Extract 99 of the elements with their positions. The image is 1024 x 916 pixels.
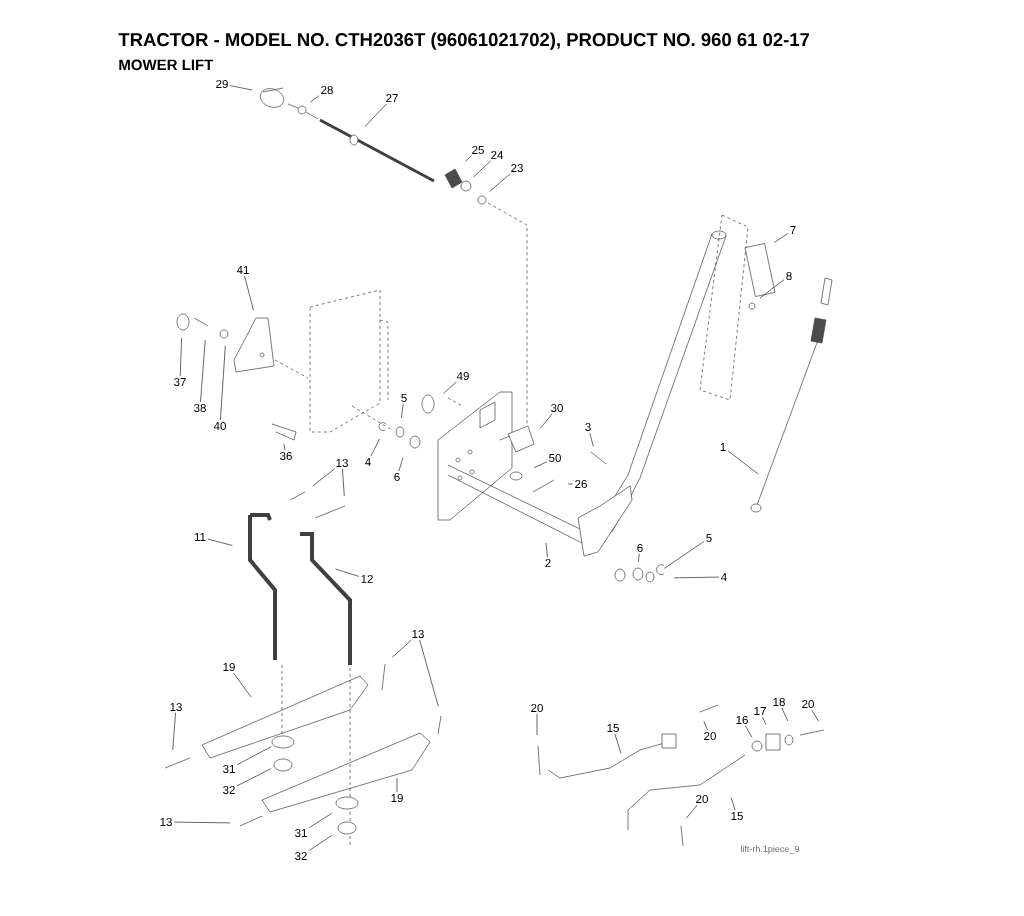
- callout-number: 26: [575, 479, 587, 489]
- leader-line: [473, 160, 492, 178]
- callout-number: 13: [160, 817, 172, 827]
- callout-number: 23: [511, 163, 523, 173]
- leader-line: [762, 716, 767, 726]
- leader-line: [664, 541, 705, 569]
- leader-line: [673, 576, 720, 579]
- callout-number: 40: [213, 421, 226, 431]
- leader-line: [283, 443, 286, 451]
- leader-line: [614, 733, 622, 754]
- leader-line: [244, 275, 254, 311]
- leader-line: [419, 639, 439, 707]
- callout-number: 4: [365, 458, 371, 466]
- leader-line: [172, 712, 176, 751]
- leader-line: [342, 468, 345, 497]
- callout-number: 8: [786, 271, 792, 281]
- callout-number: 20: [531, 703, 543, 713]
- leader-line: [335, 568, 360, 577]
- callout-number: 2: [545, 559, 551, 567]
- leader-line: [811, 709, 820, 722]
- callout-number: 50: [549, 453, 561, 463]
- leader-line: [533, 461, 548, 469]
- callout-number: 38: [194, 403, 206, 413]
- leader-line: [730, 797, 736, 811]
- subtitle: MOWER LIFT: [119, 59, 214, 71]
- leader-line: [173, 821, 231, 824]
- leader-line: [637, 553, 640, 563]
- leader-line: [308, 835, 332, 851]
- leader-line: [774, 233, 789, 243]
- leader-line: [589, 432, 594, 447]
- callout-number: 1: [720, 443, 726, 451]
- callout-number: 25: [472, 145, 484, 155]
- callout-number: 16: [736, 715, 748, 725]
- leader-line: [309, 95, 320, 103]
- leader-line: [401, 403, 404, 419]
- leader-line: [229, 85, 253, 91]
- callout-number: 13: [336, 458, 348, 468]
- leader-line: [398, 457, 404, 472]
- leader-line: [703, 720, 708, 731]
- leader-line: [200, 339, 206, 403]
- leader-line: [207, 538, 233, 546]
- callout-number: 49: [456, 371, 469, 381]
- leader-line: [465, 155, 472, 162]
- leader-line: [781, 707, 789, 722]
- callout-number: 5: [706, 534, 712, 542]
- callout-number: 13: [170, 702, 182, 712]
- callout-number: 31: [295, 828, 307, 838]
- leader-line: [308, 813, 332, 829]
- callout-number: 3: [585, 422, 591, 432]
- callout-number: 19: [391, 793, 403, 803]
- callout-number: 32: [295, 851, 307, 861]
- leader-line: [179, 337, 182, 377]
- callout-number: 13: [412, 629, 424, 639]
- leader-line: [540, 413, 553, 429]
- callout-number: 7: [790, 226, 796, 234]
- callout-number: 6: [394, 472, 400, 482]
- drawing-number: lift-rh.1piece_9: [740, 845, 799, 854]
- leader-line: [536, 713, 538, 736]
- leader-line: [236, 768, 272, 787]
- callout-number: 12: [361, 575, 373, 583]
- leader-line: [489, 173, 511, 192]
- leader-line: [236, 746, 272, 765]
- callout-number: 32: [223, 785, 235, 795]
- leader-line: [759, 279, 785, 299]
- callout-number: 30: [551, 403, 563, 413]
- callout-number: 20: [696, 794, 708, 804]
- callout-number: 41: [236, 266, 249, 274]
- callout-number: 29: [216, 79, 228, 89]
- callout-number: 15: [607, 724, 619, 732]
- leader-line: [727, 450, 759, 475]
- leader-line: [567, 483, 574, 485]
- callout-number: 27: [386, 94, 398, 102]
- callout-number: 20: [704, 731, 716, 741]
- callout-number: 5: [401, 394, 407, 402]
- callout-number: 37: [174, 377, 186, 387]
- title: TRACTOR - MODEL NO. CTH2036T (96061021702), PRODUCT NO. 960 61 02-17: [118, 32, 810, 50]
- leader-line: [220, 345, 226, 421]
- leader-line: [392, 639, 412, 658]
- callout-number: 19: [223, 662, 235, 672]
- leader-line: [745, 725, 753, 738]
- callout-number: 24: [491, 151, 504, 159]
- callout-number: 15: [731, 812, 743, 820]
- callout-number: 18: [773, 697, 785, 707]
- callout-number: 4: [721, 573, 727, 581]
- callout-number: 11: [194, 533, 206, 541]
- callout-number: 17: [754, 707, 766, 715]
- callout-number: 20: [802, 699, 814, 709]
- callout-number: 28: [321, 85, 333, 95]
- callout-number: 6: [637, 543, 643, 553]
- callout-number: 36: [280, 451, 292, 461]
- leader-line: [233, 672, 252, 698]
- leader-line: [396, 777, 398, 793]
- leader-line: [545, 542, 548, 558]
- leader-line: [686, 804, 698, 819]
- leader-line: [443, 381, 457, 394]
- leader-line: [370, 438, 380, 457]
- leader-line: [312, 468, 335, 487]
- callout-number: 31: [223, 764, 235, 774]
- leader-line: [364, 103, 387, 128]
